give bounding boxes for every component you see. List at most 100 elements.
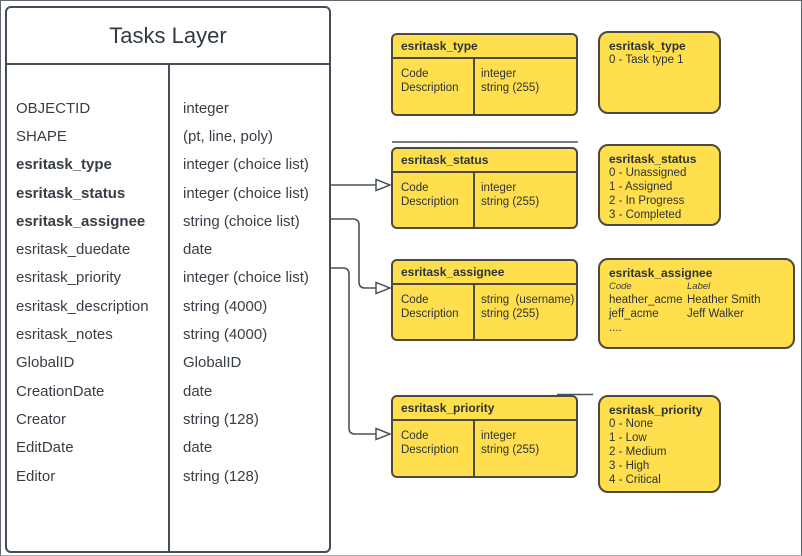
value-list-item: 1 - Assigned <box>609 181 673 193</box>
domain-table-title: esritask_priority <box>393 397 576 421</box>
field-name: GlobalID <box>16 354 75 372</box>
domain-table-title: esritask_type <box>393 35 576 59</box>
value-list-title: esritask_priority <box>609 403 703 417</box>
field-type: date <box>183 382 213 400</box>
field-type: integer (choice list) <box>183 184 309 202</box>
field-row-SHAPE: SHAPE (pt, line, poly) <box>7 122 329 150</box>
field-row-OBJECTID: OBJECTID integer <box>7 94 329 122</box>
field-name: SHAPE <box>16 127 67 145</box>
field-type: string (choice list) <box>183 212 300 230</box>
field-type: string (128) <box>183 410 259 428</box>
value-list-title: esritask_assignee <box>609 266 713 280</box>
field-row-esritask_priority: esritask_priority integer (choice list) <box>7 264 329 292</box>
field-row-Creator: Creator string (128) <box>7 405 329 433</box>
domain-table-esritask-type: esritask_type Code Description integer s… <box>391 33 578 116</box>
field-type: integer <box>481 430 517 442</box>
domain-table-body: Code Description integer string (255) <box>393 59 576 114</box>
value-list-values: 0 - None 1 - Low 2 - Medium 3 - High 4 - Cri… <box>609 417 713 487</box>
value-list-item: 3 - Completed <box>609 209 682 221</box>
field-row-esritask_assignee: esritask_assignee string (choice list) <box>7 207 329 235</box>
field-type: string (255) <box>481 82 540 94</box>
field-name: esritask_status <box>16 184 126 202</box>
field-row-Editor: Editor string (128) <box>7 462 329 490</box>
value-list-values: 0 - Task type 1 <box>609 53 713 67</box>
assignee-code: jeff_acme <box>609 308 659 320</box>
field-type: integer <box>481 68 517 80</box>
domain-table-title: esritask_status <box>393 149 576 173</box>
value-list-esritask-assignee: esritask_assignee Code Label heather_acm… <box>598 258 795 349</box>
assignee-label-header: Label <box>687 281 711 292</box>
field-type: date <box>183 439 213 457</box>
value-list-title: esritask_status <box>609 152 697 166</box>
column-divider <box>168 65 170 551</box>
field-type: integer (choice list) <box>183 156 309 174</box>
field-row-EditDate: EditDate date <box>7 434 329 462</box>
connector-assignee <box>331 218 376 289</box>
field-name: Editor <box>16 467 56 485</box>
field-type: string (255) <box>481 444 540 456</box>
value-list-item: 3 - High <box>609 460 650 472</box>
domain-table-body: Code Description integer string (255) <box>393 421 576 476</box>
field-name: esritask_priority <box>16 269 122 287</box>
field-type: integer <box>183 99 229 117</box>
value-list-title: esritask_type <box>609 39 686 53</box>
field-type: GlobalID <box>183 354 242 372</box>
field-type: string (128) <box>183 467 259 485</box>
assignee-more: .... <box>609 322 622 334</box>
field-label: Code <box>401 68 429 80</box>
field-name: esritask_duedate <box>16 241 131 259</box>
value-list-esritask-type: esritask_type 0 - Task type 1 <box>598 31 721 114</box>
field-name: esritask_type <box>16 156 112 174</box>
field-label: Code <box>401 294 429 306</box>
field-name: esritask_notes <box>16 326 113 344</box>
arrowhead-assignee <box>375 281 393 295</box>
assignee-code: heather_acme <box>609 294 683 306</box>
field-type: string (255) <box>481 308 540 320</box>
field-label: Description <box>401 444 459 456</box>
arrowhead-status <box>375 178 393 192</box>
field-name: Creator <box>16 410 67 428</box>
field-type: string (255) <box>481 196 540 208</box>
domain-table-esritask-priority: esritask_priority Code Description integ… <box>391 395 578 478</box>
field-row-esritask_duedate: esritask_duedate date <box>7 235 329 263</box>
value-list-esritask-status: esritask_status 0 - Unassigned 1 - Assign… <box>598 144 721 226</box>
domain-table-esritask-status: esritask_status Code Description integer… <box>391 147 578 229</box>
field-type: date <box>183 241 213 259</box>
domain-table-body: Code Description string (username) strin… <box>393 285 576 339</box>
arrowhead-priority <box>375 427 393 441</box>
value-list-item: 0 - None <box>609 418 654 430</box>
value-list-item: 0 - Unassigned <box>609 167 687 179</box>
field-label: Code <box>401 182 429 194</box>
tasks-layer-title: Tasks Layer <box>7 8 329 65</box>
assignee-column-headers: Code Label <box>609 280 787 293</box>
field-type: string (4000) <box>183 326 268 344</box>
assignee-code-header: Code <box>609 281 632 292</box>
value-list-item: 1 - Low <box>609 432 647 444</box>
field-type: (pt, line, poly) <box>183 127 274 145</box>
field-label: Description <box>401 82 459 94</box>
field-label: Code <box>401 430 429 442</box>
field-type: string (username) <box>481 294 575 306</box>
field-label: Description <box>401 196 459 208</box>
field-row-GlobalID: GlobalID GlobalID <box>7 349 329 377</box>
value-list-item: 4 - Critical <box>609 474 661 486</box>
value-list-item: 0 - Task type 1 <box>609 54 684 66</box>
value-list-item: 2 - Medium <box>609 446 667 458</box>
field-type: integer <box>481 182 517 194</box>
field-name: esritask_assignee <box>16 212 146 230</box>
field-name: EditDate <box>16 439 74 457</box>
field-type: integer (choice list) <box>183 269 309 287</box>
field-name: OBJECTID <box>16 99 91 117</box>
domain-table-title: esritask_assignee <box>393 261 576 285</box>
field-name: esritask_description <box>16 297 149 315</box>
